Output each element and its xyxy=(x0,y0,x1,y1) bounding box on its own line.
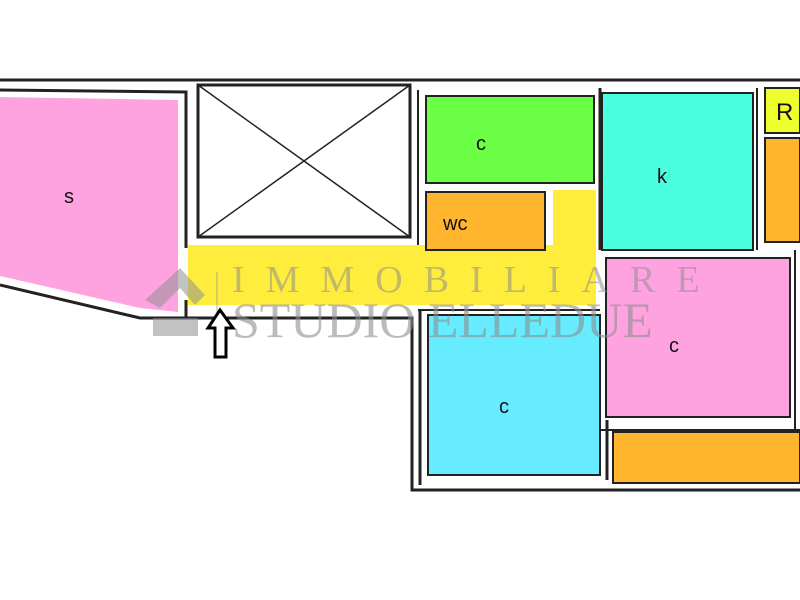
watermark-line1: IMMOBILIARE xyxy=(232,259,721,301)
room-label: wc xyxy=(442,213,467,235)
room-label: c xyxy=(476,133,486,155)
corridor xyxy=(188,190,596,305)
stairwell xyxy=(196,83,412,239)
storage-right xyxy=(764,137,800,243)
room-wc xyxy=(425,191,546,251)
room-label: R xyxy=(776,99,793,126)
room-label: c xyxy=(669,335,679,357)
storage-bottom xyxy=(612,431,800,484)
room-r xyxy=(764,87,800,134)
watermark-line2: STUDIO ELLEDUE xyxy=(232,292,653,348)
arrow-up-icon xyxy=(205,307,236,359)
room-s xyxy=(0,97,178,312)
room-c-green xyxy=(425,95,595,184)
room-label: k xyxy=(657,166,668,188)
watermark-logo: IMMOBILIARE STUDIO ELLEDUE xyxy=(145,259,721,348)
room-c-pink xyxy=(605,257,791,418)
room-label: c xyxy=(499,396,509,418)
room-c-blue xyxy=(427,314,601,476)
interior-walls xyxy=(417,88,800,431)
room-label: s xyxy=(64,186,74,208)
room-k xyxy=(601,92,754,251)
